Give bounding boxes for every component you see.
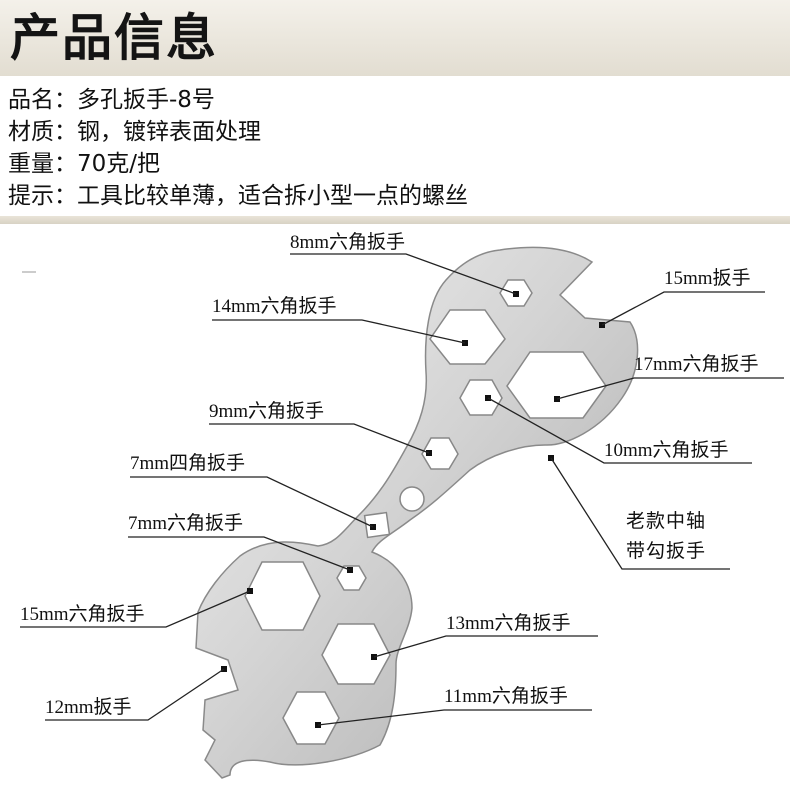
- label-hex11: 11mm六角扳手: [444, 686, 568, 707]
- label-open12: 12mm扳手: [45, 697, 132, 718]
- leader-hex14: [212, 319, 466, 344]
- hole-7mm-square: [363, 511, 391, 539]
- leader-open15: [601, 291, 765, 326]
- leader-hex10: [487, 397, 752, 464]
- leader-hex13: [373, 635, 598, 658]
- wrench-diagram: 8mm六角扳手 15mm扳手 14mm六角扳手 17mm六角扳手 9mm六角扳手…: [0, 224, 790, 790]
- leader-hex15: [20, 590, 251, 628]
- hole-11mm: [282, 691, 340, 745]
- page-title: 产品信息: [10, 9, 218, 67]
- label-hex17: 17mm六角扳手: [634, 354, 759, 375]
- leader-hex8: [290, 253, 517, 295]
- leader-hex9: [209, 423, 430, 454]
- label-hex14: 14mm六角扳手: [212, 296, 337, 317]
- hole-7mm-hex: [336, 565, 367, 591]
- info-tip: 提示：工具比较单薄，适合拆小型一点的螺丝: [8, 183, 468, 209]
- label-hex7: 7mm六角扳手: [128, 513, 244, 534]
- info-weight: 重量：70克/把: [8, 151, 161, 177]
- product-info: 品名：多孔扳手-8号 材质：钢，镀锌表面处理 重量：70克/把 提示：工具比较单…: [0, 76, 790, 216]
- leader-hex17: [556, 377, 784, 400]
- label-sq7: 7mm四角扳手: [130, 453, 246, 474]
- label-open15: 15mm扳手: [664, 268, 751, 289]
- label-hex9: 9mm六角扳手: [209, 401, 325, 422]
- hole-17mm: [506, 351, 607, 419]
- leader-hook: [550, 457, 730, 570]
- leader-hex11: [317, 709, 592, 726]
- hole-13mm: [321, 623, 391, 685]
- leader-sq7: [130, 476, 374, 528]
- label-hex15: 15mm六角扳手: [20, 604, 145, 625]
- label-hex10: 10mm六角扳手: [604, 440, 729, 461]
- divider-band: [0, 216, 790, 224]
- hole-15mm: [244, 561, 321, 631]
- label-hex8: 8mm六角扳手: [290, 232, 406, 253]
- info-material: 材质：钢，镀锌表面处理: [8, 119, 261, 145]
- hole-9mm: [421, 437, 459, 470]
- leader-hex7: [128, 536, 351, 571]
- leader-open12: [45, 668, 225, 721]
- label-hex13: 13mm六角扳手: [446, 613, 571, 634]
- label-hook-line1: 老款中轴: [626, 511, 707, 532]
- hole-round: [399, 486, 425, 512]
- header-banner: 产品信息: [0, 0, 790, 76]
- wrench-drawing: [20, 246, 784, 779]
- info-name: 品名：多孔扳手-8号: [8, 87, 215, 113]
- wrench-body: [195, 246, 639, 779]
- hole-10mm: [459, 379, 503, 416]
- hole-14mm: [429, 309, 506, 365]
- leader-lines: [20, 253, 784, 726]
- label-hook-line2: 带勾扳手: [626, 541, 707, 562]
